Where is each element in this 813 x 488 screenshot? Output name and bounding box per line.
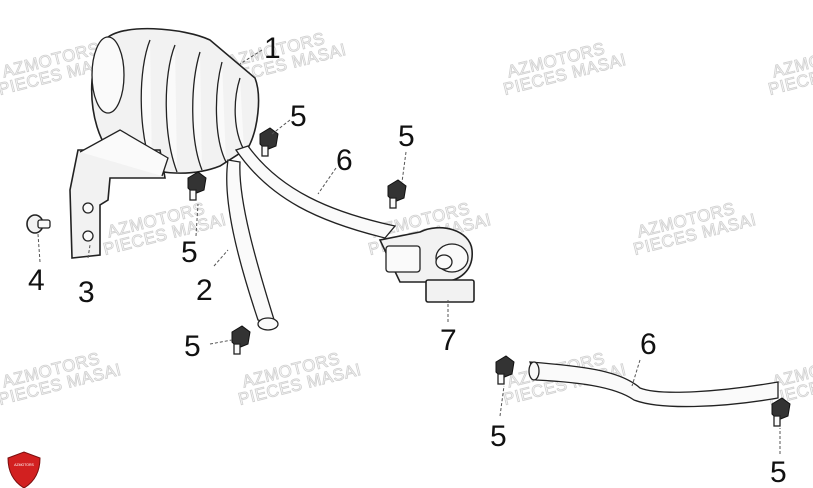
azmotors-logo: AZMOTORS <box>7 451 41 488</box>
part-7-valve <box>378 226 475 303</box>
callout-5-c: 5 <box>181 236 198 269</box>
callout-7: 7 <box>440 324 457 357</box>
clamp-e <box>495 355 515 385</box>
callout-5-d: 5 <box>184 330 201 363</box>
clamp-d <box>231 325 251 355</box>
callout-6-upper: 6 <box>336 144 353 177</box>
part-6-lower-tube <box>528 361 779 408</box>
callout-2: 2 <box>196 274 213 307</box>
callout-4: 4 <box>28 264 45 297</box>
part-1-bellows <box>90 27 260 174</box>
callout-5-b: 5 <box>398 120 415 153</box>
callout-5-f: 5 <box>770 456 787 488</box>
callout-5-e: 5 <box>490 420 507 453</box>
part-4-bolt <box>26 214 51 234</box>
callout-1: 1 <box>264 32 281 65</box>
callout-5-a: 5 <box>290 100 307 133</box>
part-3-bracket <box>69 129 169 259</box>
leader-lines <box>37 49 781 454</box>
callout-6-lower: 6 <box>640 328 657 361</box>
clamp-a <box>259 127 279 157</box>
callout-3: 3 <box>78 276 95 309</box>
clamp-f <box>771 397 791 427</box>
svg-text:AZMOTORS: AZMOTORS <box>14 463 34 467</box>
part-2-hose <box>226 159 279 331</box>
clamp-b <box>187 171 207 201</box>
clamp-c <box>387 179 407 209</box>
callouts: 1 5 6 5 5 2 3 4 5 7 6 5 5 <box>28 32 787 488</box>
part-6-upper-tube <box>234 145 397 239</box>
